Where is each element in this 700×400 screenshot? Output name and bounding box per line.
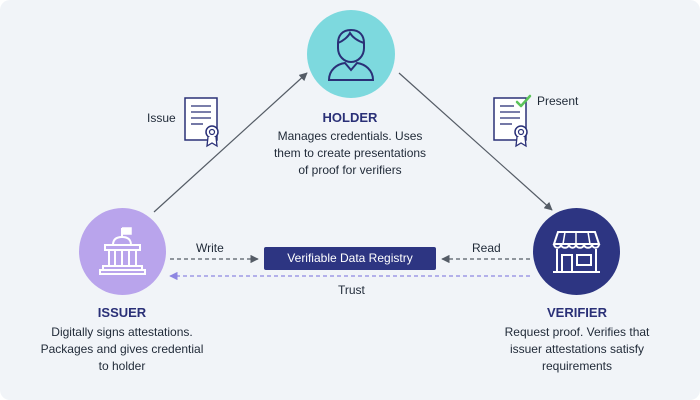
issuer-title: ISSUER <box>97 305 147 320</box>
verified-credential-document-icon <box>493 94 532 148</box>
issue-label: Issue <box>147 111 176 125</box>
read-label: Read <box>472 241 501 255</box>
checkmark-icon <box>515 94 532 108</box>
verifier-title: VERIFIER <box>547 305 607 320</box>
person-icon <box>327 28 375 81</box>
holder-desc-line: of proof for verifiers <box>298 163 402 177</box>
credential-document-icon <box>184 97 219 148</box>
verifier-desc-line: Request proof. Verifies that <box>504 325 650 339</box>
verifiable-data-registry: Verifiable Data Registry <box>264 247 436 270</box>
verifier-desc-line: requirements <box>541 359 613 373</box>
holder-title: HOLDER <box>322 110 378 125</box>
verifier-description: Request proof. Verifies that issuer atte… <box>477 324 677 375</box>
holder-desc-line: them to create presentations <box>273 146 427 160</box>
issuer-desc-line: Digitally signs attestations. <box>51 325 193 339</box>
issuer-desc-line: to holder <box>98 359 146 373</box>
storefront-icon <box>552 231 601 273</box>
holder-desc-line: Manages credentials. Uses <box>277 129 423 143</box>
verifier-node <box>533 208 620 295</box>
government-building-icon <box>99 227 146 275</box>
present-arrow <box>398 72 553 211</box>
issuer-node <box>79 208 166 295</box>
verifier-desc-line: issuer attestations satisfy <box>509 342 645 356</box>
issuer-description: Digitally signs attestations. Packages a… <box>22 324 222 375</box>
present-label: Present <box>537 94 579 108</box>
issuer-desc-line: Packages and gives credential <box>40 342 204 356</box>
holder-node <box>307 10 395 98</box>
issue-arrow <box>153 72 308 213</box>
trust-label: Trust <box>338 283 365 297</box>
holder-description: Manages credentials. Uses them to create… <box>230 128 470 179</box>
write-label: Write <box>196 241 224 255</box>
